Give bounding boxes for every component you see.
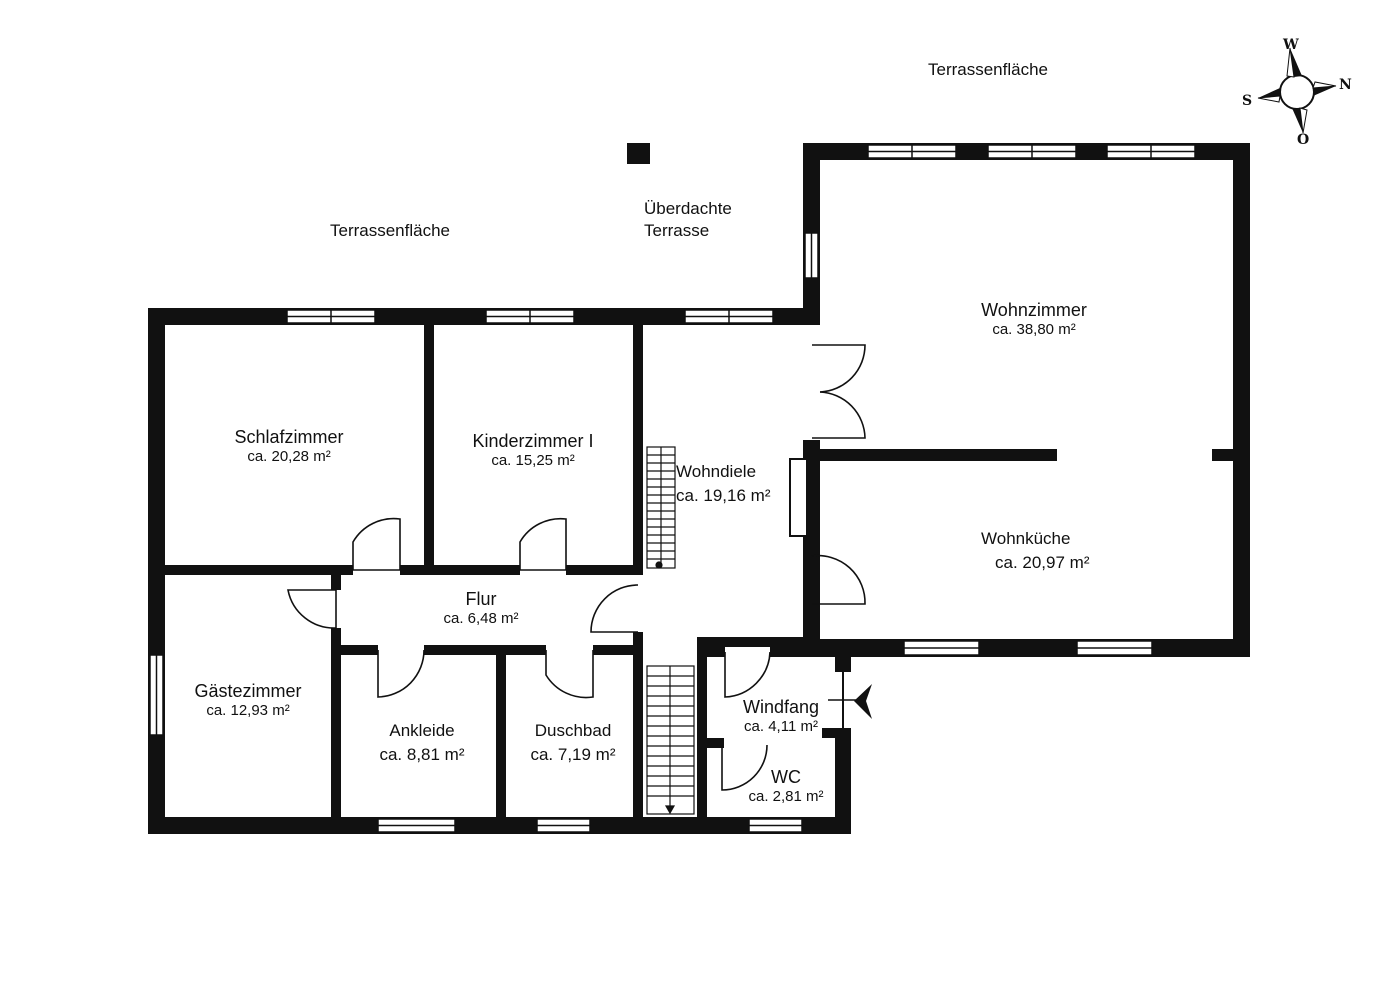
covered-terrace-line1: Überdachte	[644, 199, 732, 218]
room-name: WC	[771, 767, 801, 787]
terrace-column	[627, 143, 650, 164]
room-ankleide: Ankleide ca. 8,81 m²	[352, 721, 492, 764]
compass-north-label: N	[1339, 77, 1352, 93]
room-area: ca. 15,25 m²	[491, 451, 575, 469]
room-name: Ankleide	[389, 721, 455, 740]
room-area: ca. 12,93 m²	[206, 701, 290, 719]
room-area: ca. 38,80 m²	[992, 320, 1076, 338]
covered-terrace-line2: Terrasse	[644, 220, 710, 240]
doors	[287, 344, 866, 791]
room-area: ca. 19,16 m²	[676, 485, 771, 505]
room-wohnkueche: Wohnküche ca. 20,97 m²	[981, 529, 1090, 572]
room-name: Flur	[465, 589, 497, 609]
room-area: ca. 4,11 m²	[744, 717, 818, 735]
room-windfang: Windfang ca. 4,11 m²	[725, 697, 837, 735]
room-wc: WC ca. 2,81 m²	[736, 767, 836, 805]
room-name: Wohnküche	[981, 529, 1071, 548]
room-name: Wohnzimmer	[981, 300, 1087, 320]
terrace-label-top: Terrassenfläche	[928, 60, 1049, 79]
chimney	[789, 458, 808, 537]
staircase-lower	[646, 665, 695, 815]
room-duschbad: Duschbad ca. 7,19 m²	[503, 721, 643, 764]
compass-east-label: O	[1297, 132, 1310, 148]
room-name: Kinderzimmer I	[472, 431, 594, 451]
room-area: ca. 20,97 m²	[995, 552, 1090, 572]
room-name: Windfang	[742, 697, 820, 717]
compass-icon	[1257, 47, 1337, 134]
interior-walls	[165, 325, 1233, 817]
room-area: ca. 2,81 m²	[748, 787, 824, 805]
room-schlafzimmer: Schlafzimmer ca. 20,28 m²	[199, 427, 379, 465]
compass-west-label: W	[1283, 37, 1299, 53]
room-gaestezimmer: Gästezimmer ca. 12,93 m²	[158, 681, 338, 719]
room-name: Duschbad	[534, 721, 612, 740]
covered-terrace-label: Überdachte Terrasse	[644, 199, 732, 240]
room-area: ca. 7,19 m²	[530, 744, 616, 764]
terrace-label-left: Terrassenfläche	[330, 221, 451, 240]
room-name: Gästezimmer	[194, 681, 302, 701]
compass-south-label: S	[1242, 93, 1253, 109]
room-name: Schlafzimmer	[234, 427, 344, 447]
room-area: ca. 20,28 m²	[247, 447, 331, 465]
room-wohnzimmer: Wohnzimmer ca. 38,80 m²	[944, 300, 1124, 338]
room-flur: Flur ca. 6,48 m²	[391, 589, 571, 627]
staircase-upper	[646, 446, 676, 569]
room-kinderzimmer: Kinderzimmer I ca. 15,25 m²	[443, 431, 623, 469]
room-area: ca. 8,81 m²	[379, 744, 465, 764]
windows	[149, 144, 1196, 833]
room-area: ca. 6,48 m²	[443, 609, 519, 627]
entrance-arrow-icon	[854, 684, 872, 719]
room-name: Wohndiele	[676, 462, 757, 481]
room-wohndiele: Wohndiele ca. 19,16 m²	[676, 462, 771, 505]
